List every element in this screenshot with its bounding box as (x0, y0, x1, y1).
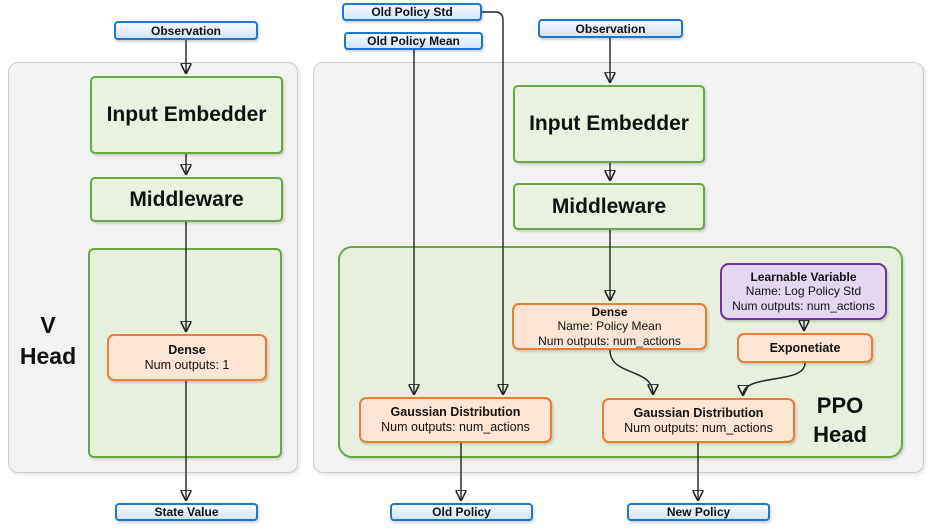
middleware-node-left: Middleware (90, 177, 283, 222)
gaussian-new-outputs: Num outputs: num_actions (624, 420, 773, 435)
wire-dense-to-gaussian-new (609, 349, 653, 394)
wire-exponentiate-to-gaussian-new (743, 362, 806, 395)
input-embedder-node-right: Input Embedder (513, 85, 705, 163)
dense-left-outputs: Num outputs: 1 (144, 357, 230, 372)
old-policy-std-badge: Old Policy Std (342, 3, 482, 21)
learnable-outputs: Num outputs: num_actions (732, 298, 875, 313)
exponentiate-label: Exponetiate (769, 340, 841, 355)
gaussian-distribution-old-node: Gaussian Distribution Num outputs: num_a… (359, 397, 552, 443)
middleware-node-right: Middleware (513, 183, 705, 230)
dense-right-name: Name: Policy Mean (557, 319, 662, 334)
gaussian-old-title: Gaussian Distribution (390, 405, 521, 419)
learnable-title: Learnable Variable (750, 269, 857, 284)
dense-right-title: Dense (591, 304, 628, 319)
observation-badge-right: Observation (538, 19, 683, 38)
old-policy-badge: Old Policy (390, 503, 533, 521)
gaussian-distribution-new-node: Gaussian Distribution Num outputs: num_a… (602, 398, 795, 443)
wire-old-policy-std-to-gaussian-old (482, 11, 503, 394)
v-head-label: V Head (19, 312, 77, 369)
state-value-badge: State Value (115, 503, 258, 521)
ppo-head-label: PPO Head (813, 393, 867, 447)
dense-right-outputs: Num outputs: num_actions (538, 333, 681, 348)
gaussian-old-outputs: Num outputs: num_actions (381, 420, 530, 434)
dense-left-title: Dense (168, 342, 206, 357)
learnable-name: Name: Log Policy Std (745, 284, 862, 299)
old-policy-mean-badge: Old Policy Mean (344, 32, 483, 50)
exponentiate-node: Exponetiate (737, 333, 873, 363)
learnable-variable-node: Learnable Variable Name: Log Policy Std … (720, 263, 887, 320)
input-embedder-node-left: Input Embedder (90, 76, 283, 154)
new-policy-badge: New Policy (627, 503, 770, 521)
gaussian-new-title: Gaussian Distribution (633, 405, 764, 420)
dense-node-left: Dense Num outputs: 1 (107, 334, 267, 381)
dense-policy-mean-node: Dense Name: Policy Mean Num outputs: num… (512, 303, 707, 350)
observation-badge-left: Observation (114, 21, 258, 40)
